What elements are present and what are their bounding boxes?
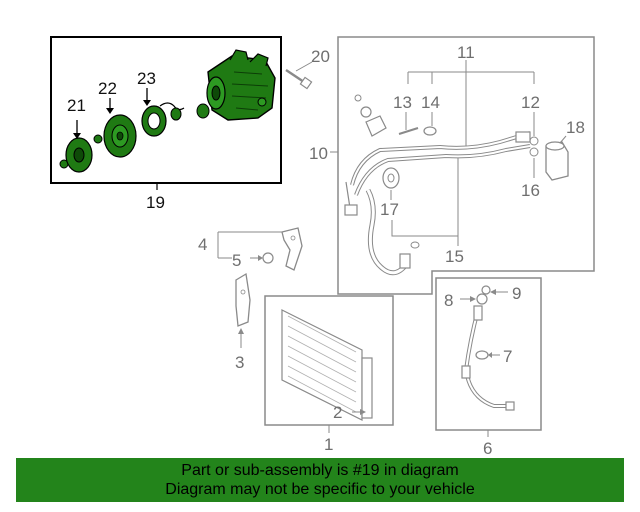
callout-11: 11	[457, 43, 475, 62]
callout-15: 15	[445, 247, 464, 266]
condenser-group: 2 1	[264, 295, 394, 454]
bolt-group: 20	[285, 47, 330, 90]
hose-assembly-group: 10 11 13 14 1	[309, 36, 595, 295]
callout-14: 14	[421, 93, 440, 112]
washer-part	[196, 103, 210, 119]
callout-13: 13	[393, 93, 412, 112]
snap-ring	[170, 107, 182, 121]
compressor-assembly-group: 21 22 23 19	[50, 36, 282, 212]
callout-18: 18	[566, 118, 585, 137]
notice-line-2: Diagram may not be specific to your vehi…	[165, 481, 475, 498]
callout-8: 8	[444, 291, 453, 310]
receiver-group: 18	[545, 118, 585, 181]
callout-4: 4	[198, 235, 207, 254]
callout-16: 16	[521, 181, 540, 200]
notice-banner: Part or sub-assembly is #19 in diagram D…	[16, 458, 624, 502]
callout-20: 20	[311, 47, 330, 66]
callout-19: 19	[146, 193, 165, 212]
callout-10: 10	[309, 144, 328, 163]
liquid-line-group: 8 9 7 6	[435, 277, 542, 458]
callout-3: 3	[235, 353, 244, 372]
side-bracket-group: 3	[235, 272, 251, 372]
callout-23: 23	[137, 69, 156, 88]
notice-line-1: Part or sub-assembly is #19 in diagram	[181, 462, 459, 479]
bracket-group: 4 5	[198, 227, 303, 271]
hose-assembly-box	[337, 36, 595, 295]
shim-ring	[93, 134, 103, 144]
callout-6: 6	[483, 439, 492, 458]
callout-2: 2	[333, 403, 342, 422]
callout-7: 7	[503, 347, 512, 366]
callout-22: 22	[98, 79, 117, 98]
callout-9: 9	[512, 284, 521, 303]
callout-21: 21	[67, 96, 86, 115]
callout-1: 1	[324, 435, 333, 454]
callout-12: 12	[521, 93, 540, 112]
callout-17: 17	[380, 200, 399, 219]
callout-5: 5	[232, 251, 241, 270]
compressor-body[interactable]	[206, 49, 276, 121]
